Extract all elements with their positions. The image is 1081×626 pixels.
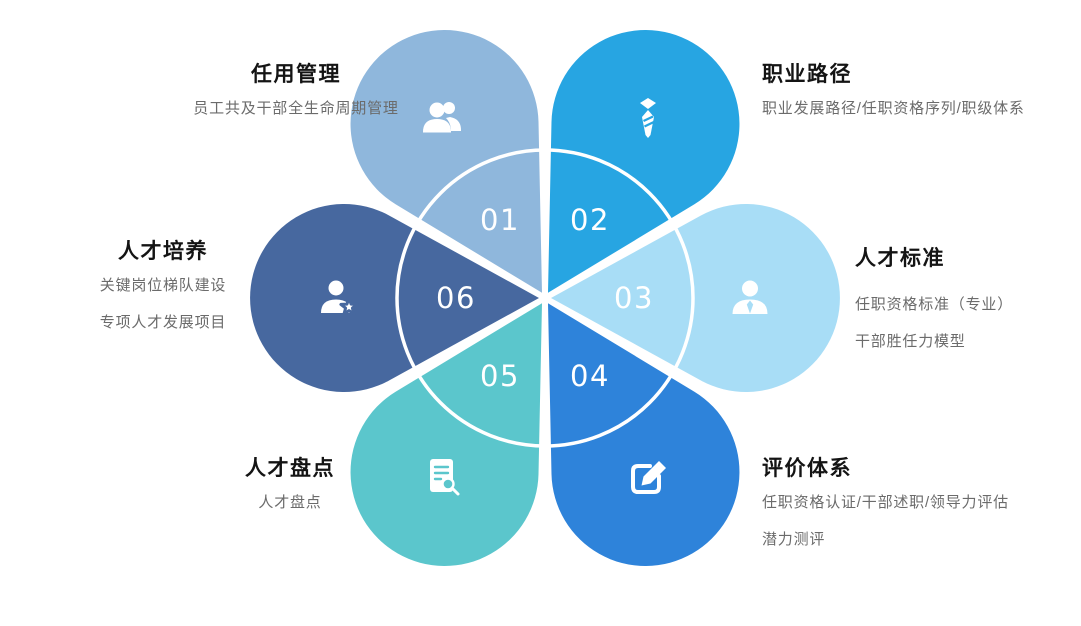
users-icon-front-body: [423, 119, 451, 133]
petal-desc-05-1: 人才盘点: [258, 494, 322, 511]
users-icon: [423, 102, 461, 133]
center-ring: [395, 148, 695, 448]
petal-title-03: 人才标准: [855, 247, 945, 270]
necktie-icon: [640, 98, 656, 138]
petal-title-04: 评价体系: [762, 457, 852, 480]
petal-desc-04-2: 潜力测评: [762, 530, 826, 548]
user-star-icon: [321, 280, 359, 316]
petal-number-05: 05: [480, 359, 520, 393]
necktie-knot: [640, 98, 656, 109]
petal-number-04: 04: [570, 359, 610, 393]
label-block-03: 人才标准 任职资格标准（专业） 干部胜任力模型: [855, 242, 1013, 370]
edit-icon-square: [631, 464, 661, 494]
petal-title-01: 任用管理: [251, 63, 341, 86]
petal-number-06: 06: [436, 281, 476, 315]
label-block-02: 职业路径 职业发展路径/任职资格序列/职级体系: [762, 58, 1025, 137]
petal-01: [350, 30, 542, 293]
users-icon-back-body: [446, 117, 461, 131]
label-block-04: 评价体系 任职资格认证/干部述职/领导力评估 潜力测评: [762, 452, 1009, 568]
petal-title-02: 职业路径: [762, 63, 852, 86]
petal-05: [350, 303, 542, 566]
petal-desc-06-1: 关键岗位梯队建设: [99, 277, 227, 294]
petal-title-05: 人才盘点: [245, 457, 335, 480]
user-icon-tie: [746, 300, 754, 314]
petal-number-03: 03: [614, 281, 654, 315]
necktie-stripes: [643, 115, 655, 128]
petal-desc-02-1: 职业发展路径/任职资格序列/职级体系: [762, 100, 1025, 117]
petal-04: [548, 303, 740, 566]
petal-title-06: 人才培养: [118, 240, 208, 263]
user-star-star: [339, 297, 359, 316]
label-block-01: 任用管理 员工共及干部全生命周期管理: [176, 58, 416, 137]
petal-03: [551, 204, 840, 392]
petal-desc-06-2: 专项人才发展项目: [99, 313, 227, 331]
user-icon-head: [742, 280, 758, 297]
magnifier-lens: [441, 477, 455, 491]
user-icon: [732, 280, 768, 314]
document-search-icon: [430, 459, 460, 496]
petal-group: [250, 30, 840, 566]
petal-desc-04-1: 任职资格认证/干部述职/领导力评估: [762, 494, 1009, 511]
edit-icon: [631, 461, 666, 494]
petal-desc-03-1: 任职资格标准（专业）: [855, 296, 1014, 313]
petal-number-01: 01: [480, 203, 520, 237]
petal-desc-01-1: 员工共及干部全生命周期管理: [193, 100, 399, 117]
users-icon-back-head: [443, 102, 455, 114]
label-block-06: 人才培养 关键岗位梯队建设 专项人才发展项目: [58, 235, 268, 351]
petal-desc-03-2: 干部胜任力模型: [855, 332, 966, 350]
document-lines: [433, 465, 450, 481]
petal-number-02: 02: [570, 203, 610, 237]
petal-06: [250, 204, 539, 392]
user-star-head: [328, 280, 344, 296]
petal-02: [548, 30, 740, 293]
magnifier-handle: [451, 487, 460, 496]
label-block-05: 人才盘点 人才盘点: [200, 452, 380, 531]
edit-icon-pencil: [641, 461, 666, 486]
users-icon-front-head: [429, 102, 445, 118]
